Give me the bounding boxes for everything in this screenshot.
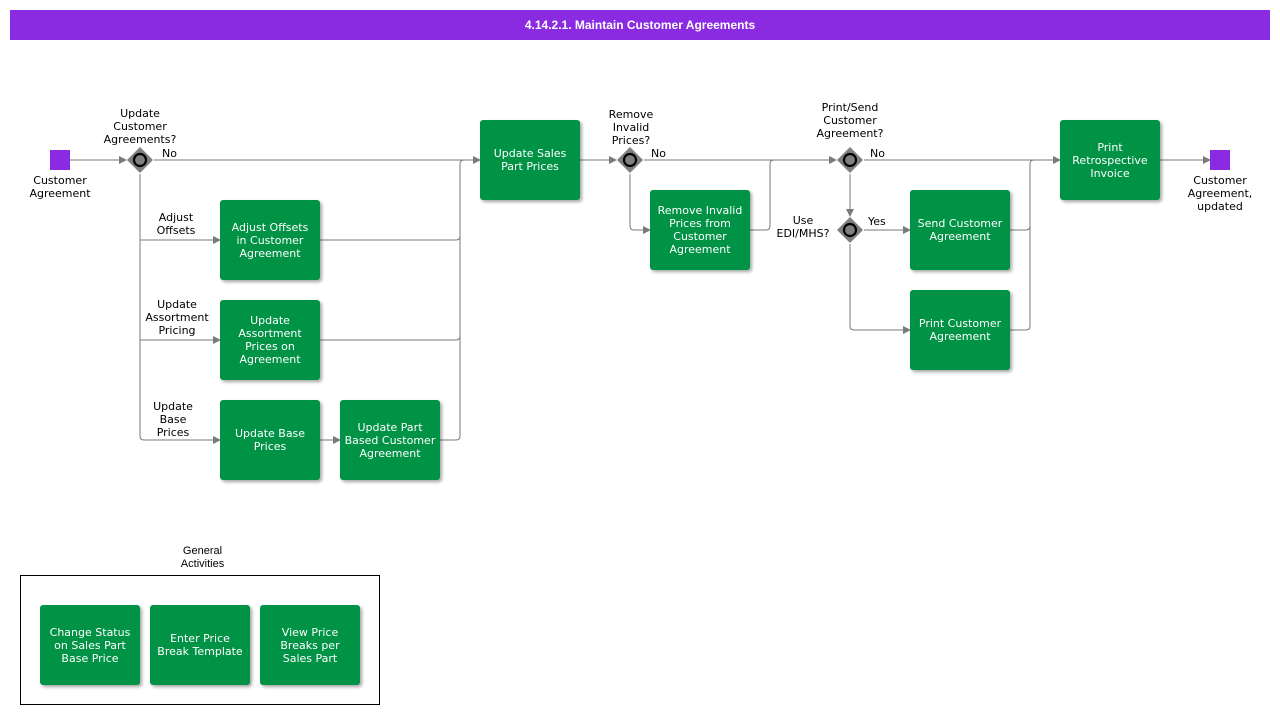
task-change-status[interactable]: Change Status on Sales Part Base Price (40, 605, 140, 685)
flow-label-yes: Yes (868, 215, 886, 228)
flow-send-return (1010, 225, 1031, 231)
task-update-base-prices[interactable]: Update Base Prices (220, 400, 320, 480)
flow-gw2-to-remove (629, 174, 651, 234)
flow-label-no-2: No (651, 147, 666, 160)
diagram-title: 4.14.2.1. Maintain Customer Agreements (10, 10, 1270, 40)
task-update-sales-part-prices[interactable]: Update Sales Part Prices (480, 120, 580, 200)
gateway-remove-invalid-label: Remove Invalid Prices? (608, 108, 654, 147)
task-print-retrospective-invoice[interactable]: Print Retrospective Invoice (1060, 120, 1160, 200)
gateway-update-agreements-icon[interactable] (126, 146, 154, 174)
task-remove-invalid-prices[interactable]: Remove Invalid Prices from Customer Agre… (650, 190, 750, 270)
task-update-assortment-prices[interactable]: Update Assortment Prices on Agreement (220, 300, 320, 380)
flow-adjust-return (320, 235, 461, 241)
flow-gw1-branch (139, 174, 221, 444)
task-print-customer-agreement[interactable]: Print Customer Agreement (910, 290, 1010, 370)
flow-gw4-to-print (849, 244, 911, 334)
general-activities-box (20, 575, 380, 705)
flow-label-update-assortment: Update Assortment Pricing (145, 298, 209, 337)
task-update-part-based-agreement[interactable]: Update Part Based Customer Agreement (340, 400, 440, 480)
gateway-remove-invalid-icon[interactable] (616, 146, 644, 174)
gateway-use-edi-label: Use EDI/MHS? (776, 214, 830, 240)
flow-part-return (440, 159, 465, 441)
gateway-print-send-icon[interactable] (836, 146, 864, 174)
start-event[interactable] (50, 150, 70, 170)
flow-label-adjust-offsets: Adjust Offsets (156, 211, 196, 237)
flow-label-no-3: No (870, 147, 885, 160)
start-event-label: Customer Agreement (29, 174, 91, 200)
general-activities-title: General Activities (180, 545, 225, 570)
task-enter-price-break-template[interactable]: Enter Price Break Template (150, 605, 250, 685)
gateway-use-edi-icon[interactable] (836, 216, 864, 244)
flow-remove-return (750, 159, 775, 231)
task-view-price-breaks[interactable]: View Price Breaks per Sales Part (260, 605, 360, 685)
flow-label-no-1: No (162, 147, 177, 160)
task-adjust-offsets[interactable]: Adjust Offsets in Customer Agreement (220, 200, 320, 280)
flow-label-update-base: Update Base Prices (153, 400, 193, 439)
gateway-print-send-label: Print/Send Customer Agreement? (816, 101, 884, 140)
end-event[interactable] (1210, 150, 1230, 170)
end-event-label: Customer Agreement, updated (1187, 174, 1253, 213)
flow-assortment-return (320, 335, 461, 341)
flow-print-return (1010, 159, 1035, 331)
task-send-customer-agreement[interactable]: Send Customer Agreement (910, 190, 1010, 270)
gateway-update-agreements-label: Update Customer Agreements? (103, 107, 177, 146)
